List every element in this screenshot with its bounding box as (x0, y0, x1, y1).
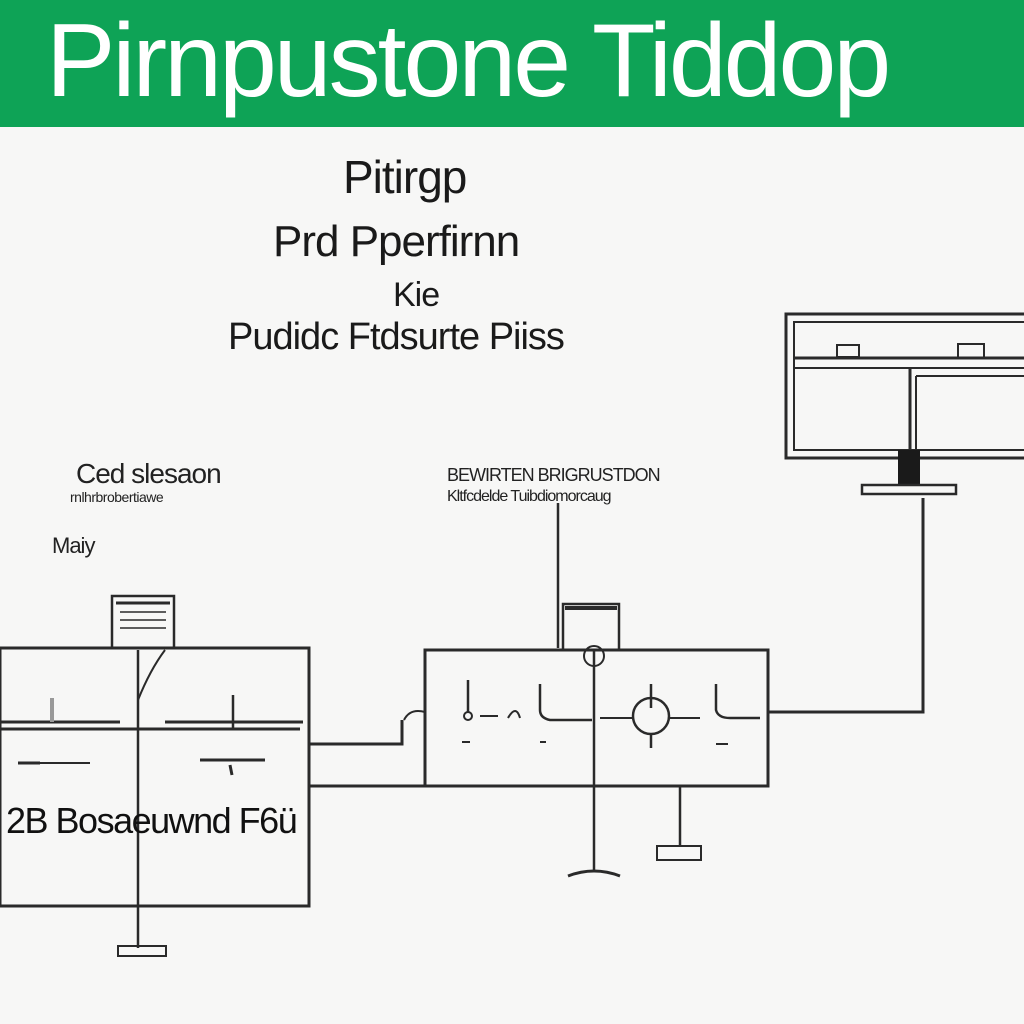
left-unit-box (0, 646, 311, 908)
title-banner: Pirnpustone Tiddop (0, 0, 1024, 127)
left-unit-title: Ced slesaon (76, 458, 222, 489)
heading-line-2: Prd Pperfirnn (273, 217, 520, 266)
middle-unit-title: BEWIRTEN BRIGRUSTDON (447, 465, 661, 485)
left-unit-tag: Maiy (52, 533, 95, 558)
heading-line-3: Kie (393, 276, 440, 314)
middle-unit-subtitle: Kltfcdelde Tuibdiomorcaug (447, 488, 612, 505)
monitor-stand-neck (898, 450, 920, 486)
left-unit-subtitle: rnlhrbrobertiawe (70, 489, 164, 505)
heading-line-1: Pitirgp (343, 151, 467, 203)
monitor-frame (784, 312, 1024, 460)
middle-unit-module (561, 602, 621, 652)
heading-line-4: Pudidc Ftdsurte Piiss (228, 316, 565, 358)
left-unit-module (110, 594, 176, 650)
left-unit-box-label: 2B Bosaeuwnd F6ü (6, 800, 298, 841)
monitor-stand-base (860, 483, 958, 496)
middle-unit-box (423, 648, 770, 788)
banner-title: Pirnpustone Tiddop (46, 3, 891, 119)
